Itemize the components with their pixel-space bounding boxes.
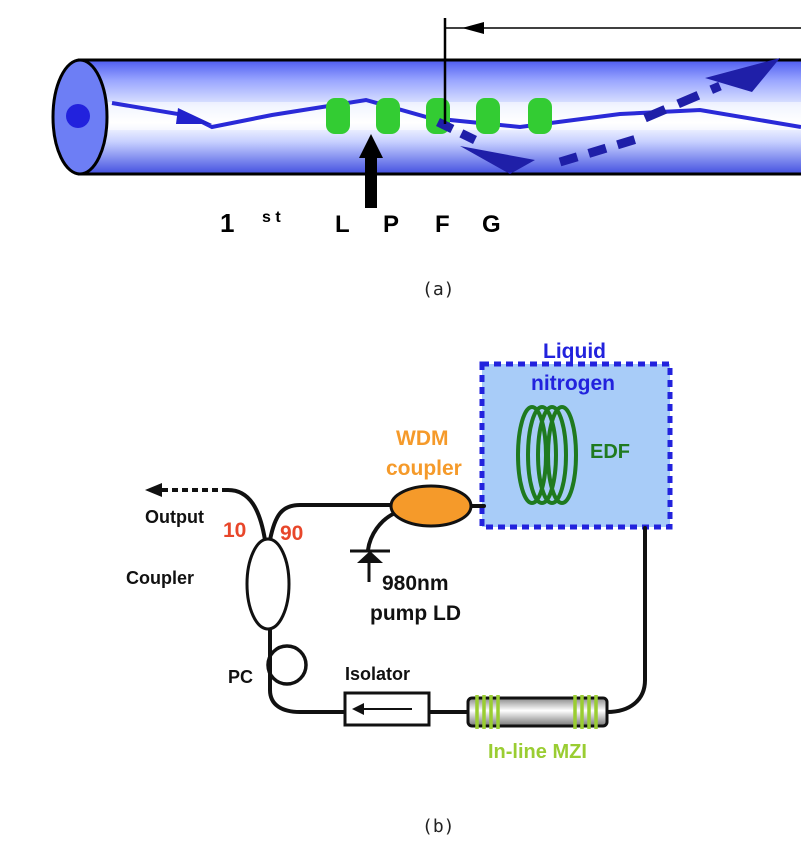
- liquid-nitrogen-label-line1: Liquid: [543, 340, 606, 363]
- edf-label: EDF: [590, 441, 630, 463]
- liquid-nitrogen-label-line2: nitrogen: [531, 372, 615, 395]
- mzi-gratings: [475, 695, 598, 729]
- output-arrow-head: [145, 483, 162, 497]
- cladding-ray-down: [436, 58, 780, 174]
- pump-label-line1: 980nm: [382, 572, 449, 595]
- caption-a: (a): [422, 279, 455, 300]
- in-line-mzi: [466, 696, 609, 728]
- arrow-up-icon: [359, 134, 383, 158]
- mzi-label: In-line MZI: [488, 741, 587, 763]
- fiber-end-core: [66, 104, 90, 128]
- polarization-controller: [266, 644, 308, 686]
- port-10-label: 10: [223, 519, 246, 542]
- grating-segment: [376, 98, 400, 134]
- pc-label: PC: [228, 667, 253, 687]
- grating-label-prefix: 1: [220, 208, 234, 238]
- wdm-label-line1: WDM: [396, 427, 448, 450]
- diode-icon: [350, 549, 390, 582]
- arrow-up-shaft: [365, 150, 377, 208]
- wdm-coupler: [389, 484, 473, 528]
- grating-label-letter: G: [482, 211, 501, 238]
- port-90-label: 90: [280, 522, 303, 545]
- output-label: Output: [145, 507, 204, 527]
- grating-label-letter: L: [335, 211, 350, 238]
- core-ray-arrow: [176, 108, 212, 124]
- isolator-arrow-icon: [352, 703, 364, 715]
- grating-segment: [476, 98, 500, 134]
- coupler-label: Coupler: [126, 568, 194, 588]
- grating-segment: [528, 98, 552, 134]
- grating-label-superscript: s t: [262, 209, 281, 226]
- grating-segment: [326, 98, 350, 134]
- arrow-left-icon: [462, 22, 484, 34]
- caption-b: (b): [422, 816, 455, 837]
- coupler: [245, 537, 291, 631]
- grating-label-letter: P: [383, 211, 399, 238]
- isolator-label: Isolator: [345, 664, 410, 684]
- wdm-label-line2: coupler: [386, 457, 462, 480]
- panel-a: 1 s t L P F G (a): [51, 18, 801, 300]
- ring-fiber: [226, 488, 647, 714]
- panel-b: Liquid nitrogen EDF: [126, 340, 673, 837]
- grating-label-letter: F: [435, 211, 450, 238]
- edf-coil: [516, 405, 578, 505]
- pump-label-line2: pump LD: [370, 602, 461, 625]
